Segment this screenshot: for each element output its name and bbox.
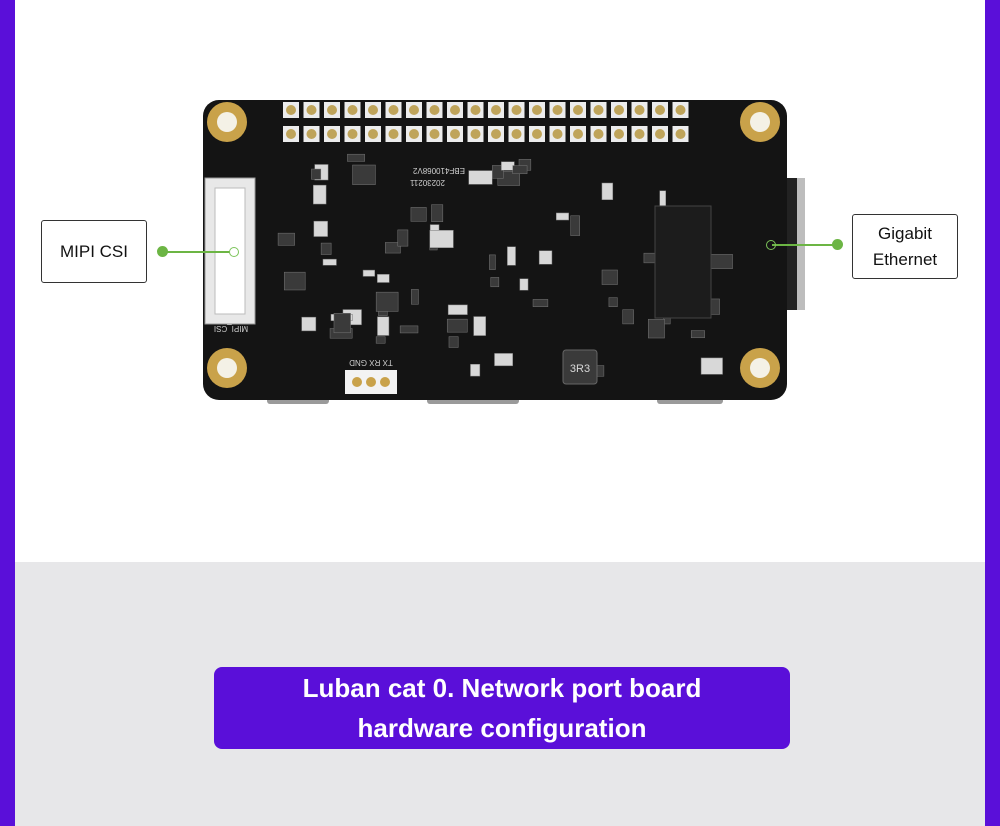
ethernet-magnetics bbox=[654, 205, 712, 319]
mipi-leader-line bbox=[162, 251, 230, 253]
circuit-board: 3R3 TX RX GND MIPI_CSI EBF410068V2 20230… bbox=[195, 94, 817, 412]
ethernet-target-ring bbox=[766, 240, 776, 250]
ethernet-leader-dot bbox=[832, 239, 843, 250]
banner-line-2: hardware configuration bbox=[357, 713, 647, 743]
ethernet-leader-line bbox=[772, 244, 838, 246]
right-frame-border bbox=[985, 0, 1000, 826]
banner-line-1: Luban cat 0. Network port board bbox=[302, 673, 702, 703]
inductor-label: 3R3 bbox=[570, 363, 590, 375]
ethernet-label-line2: Ethernet bbox=[872, 249, 938, 269]
mipi-csi-label-box: MIPI CSI bbox=[41, 220, 147, 283]
mipi-target-ring bbox=[229, 247, 239, 257]
ethernet-label-line1: Gigabit bbox=[878, 223, 932, 243]
mipi-silkscreen: MIPI_CSI bbox=[214, 324, 248, 333]
mounting-holes bbox=[207, 102, 780, 388]
board-code-silkscreen: EBF410068V2 bbox=[412, 166, 465, 175]
left-frame-border bbox=[0, 0, 15, 826]
board-date-silkscreen: 20230211 bbox=[409, 178, 445, 187]
mipi-leader-dot bbox=[157, 246, 168, 257]
mipi-csi-label: MIPI CSI bbox=[59, 241, 128, 261]
uart-silkscreen: TX RX GND bbox=[349, 358, 393, 367]
gigabit-ethernet-label-box: Gigabit Ethernet bbox=[852, 214, 958, 279]
inductor-3r3 bbox=[562, 349, 598, 385]
caption-banner: Luban cat 0. Network port board hardware… bbox=[214, 667, 790, 749]
gpio-header-pads bbox=[283, 102, 689, 142]
circuit-board-illustration: 3R3 TX RX GND MIPI_CSI EBF410068V2 20230… bbox=[203, 100, 817, 404]
